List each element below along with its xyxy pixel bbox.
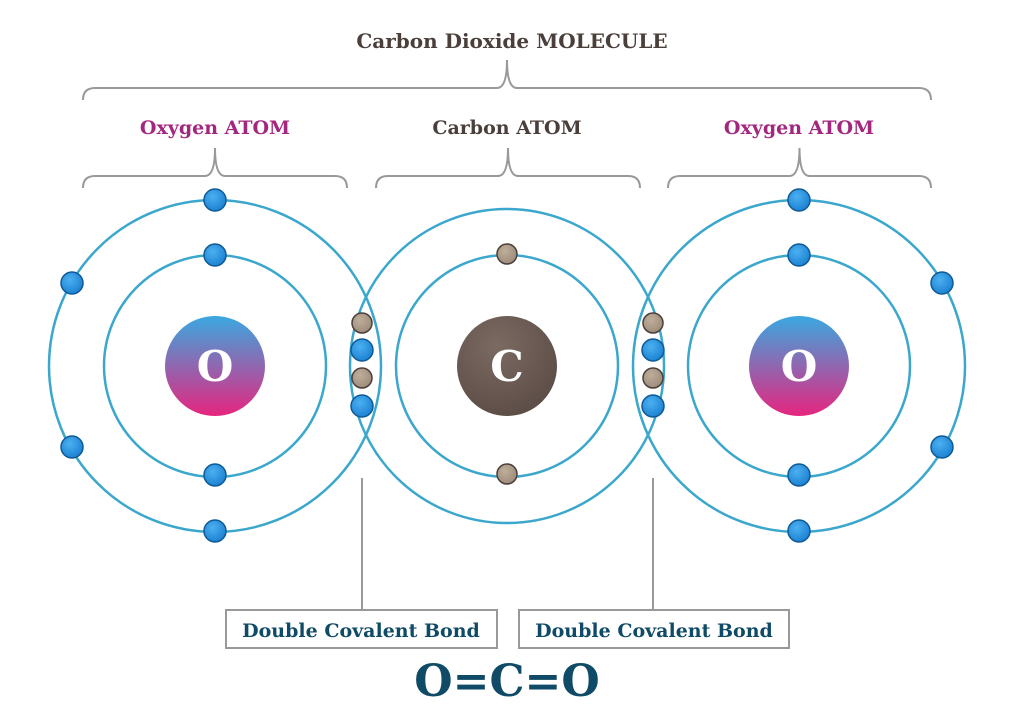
- carbon-electron: [496, 463, 518, 485]
- shared-oxygen-electron: [350, 394, 374, 418]
- oxygen-electron: [787, 243, 811, 267]
- bond-label-right: Double Covalent Bond: [535, 620, 773, 642]
- atom-label-oxygen-left: Oxygen ATOM: [140, 117, 290, 139]
- nucleus-oxygen-left: [165, 316, 265, 416]
- atom-bracket-oxygen-right: [667, 147, 932, 189]
- oxygen-electron: [203, 463, 227, 487]
- oxygen-electron: [203, 243, 227, 267]
- oxygen-electron: [787, 188, 811, 212]
- oxygen-electron: [787, 519, 811, 543]
- outer-orbit-carbon: [348, 207, 666, 525]
- nucleus-carbon: [457, 316, 557, 416]
- oxygen-electron: [60, 435, 84, 459]
- shared-carbon-electron: [351, 367, 373, 389]
- bond-label-box-right: [518, 609, 790, 649]
- oxygen-electron: [60, 271, 84, 295]
- molecule-bracket: [82, 59, 932, 101]
- oxygen-electron: [930, 435, 954, 459]
- atom-bracket-carbon: [375, 147, 641, 189]
- oxygen-electron: [930, 271, 954, 295]
- nucleus-oxygen-right: [749, 316, 849, 416]
- oxygen-electron: [787, 463, 811, 487]
- oxygen-electron: [203, 188, 227, 212]
- bond-label-left: Double Covalent Bond: [242, 620, 480, 642]
- nucleus-symbol-carbon: C: [490, 342, 523, 391]
- shared-oxygen-electron: [641, 394, 665, 418]
- bond-label-box-left: [225, 609, 498, 649]
- oxygen-electron: [203, 519, 227, 543]
- nucleus-symbol-oxygen-right: O: [781, 342, 818, 391]
- carbon-electron: [496, 243, 518, 265]
- atom-label-carbon: Carbon ATOM: [432, 117, 581, 139]
- shared-oxygen-electron: [641, 338, 665, 362]
- shared-carbon-electron: [351, 312, 373, 334]
- nucleus-symbol-oxygen-left: O: [197, 342, 234, 391]
- atom-bracket-oxygen-left: [82, 147, 348, 189]
- shared-carbon-electron: [642, 367, 664, 389]
- shared-carbon-electron: [642, 312, 664, 334]
- chemical-formula: O=C=O: [414, 656, 599, 707]
- shared-oxygen-electron: [350, 338, 374, 362]
- molecule-title: Carbon Dioxide MOLECULE: [356, 29, 667, 53]
- atom-label-oxygen-right: Oxygen ATOM: [724, 117, 874, 139]
